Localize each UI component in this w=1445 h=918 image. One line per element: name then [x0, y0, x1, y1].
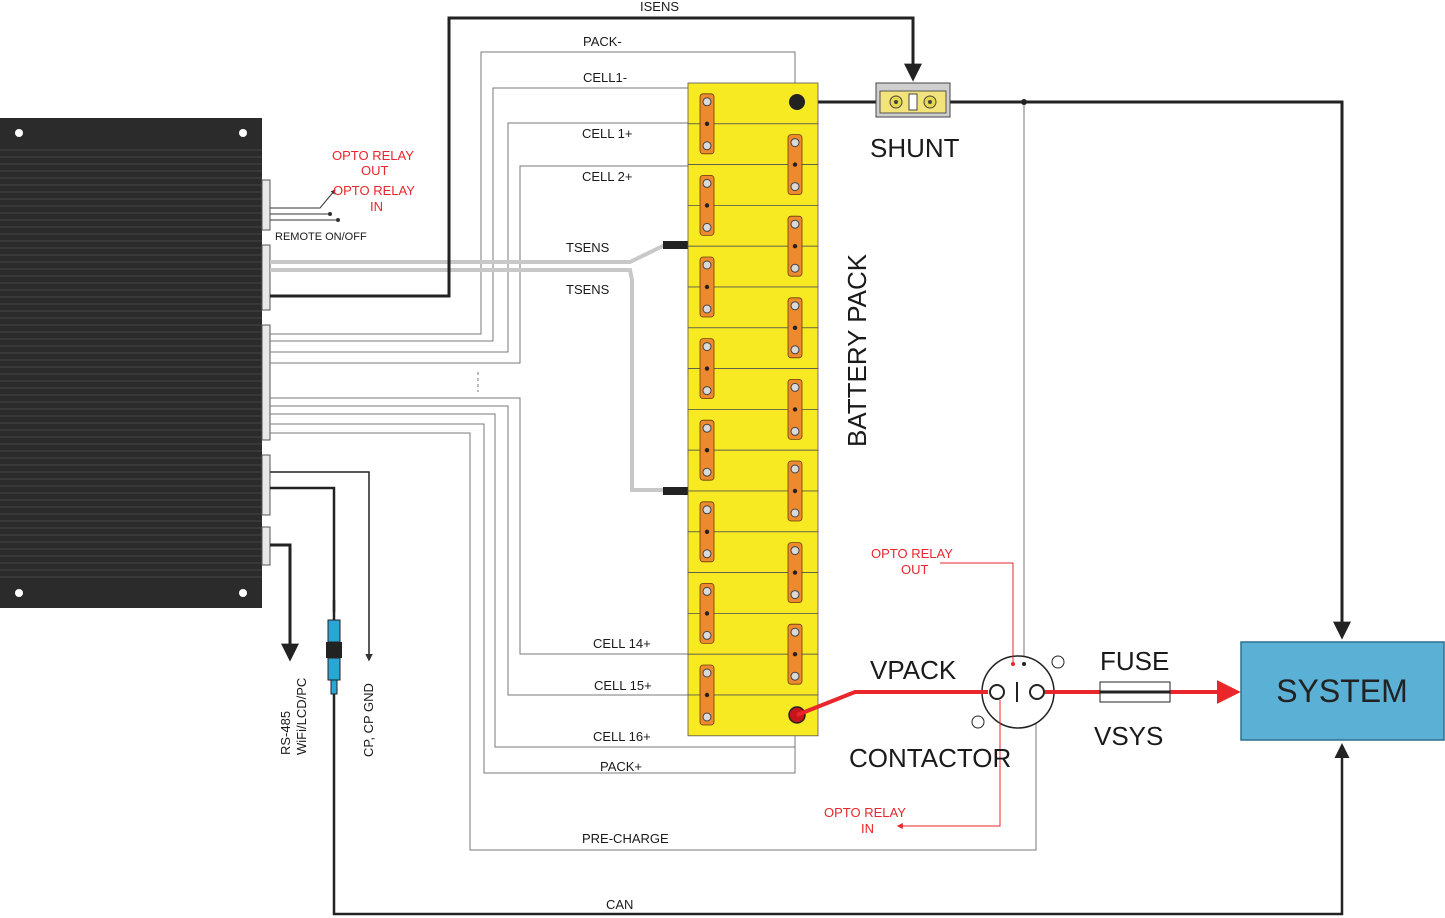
signal-wires [270, 51, 1037, 851]
shunt-icon [875, 82, 951, 118]
cp-gnd-label: CP, CP GND [361, 683, 376, 757]
tsens-label-1: TSENS [566, 240, 610, 255]
terminal-bolt [702, 549, 712, 559]
terminal-bolt [702, 386, 712, 396]
tsens-cables [270, 243, 666, 492]
isens-label: ISENS [640, 0, 679, 14]
cell16-plus-label: CELL 16+ [593, 729, 651, 744]
terminal-bolt [790, 508, 800, 518]
sense-tap [704, 448, 710, 453]
terminal-bolt [702, 467, 712, 477]
cell14-plus-label: CELL 14+ [593, 636, 651, 651]
system-box [1240, 641, 1445, 741]
terminal-bolt [702, 304, 712, 314]
rs485-wire [270, 543, 299, 662]
remote-onoff-label: REMOTE ON/OFF [275, 231, 367, 243]
cell15-plus-label: CELL 15+ [594, 678, 652, 693]
can-connector-icon [326, 619, 342, 695]
terminal-bolt [702, 222, 712, 232]
terminal-bolt [702, 141, 712, 151]
terminal-bolt [790, 219, 800, 229]
terminal-bolt [702, 260, 712, 270]
cell2-plus-label: CELL 2+ [582, 169, 632, 184]
heatsink-fins [0, 149, 262, 578]
sense-tap [792, 652, 798, 657]
shunt-label: SHUNT [870, 133, 960, 163]
terminal-bolt [702, 712, 712, 722]
terminal-bolt [702, 423, 712, 433]
contactor-opto-in-label-1: OPTO RELAY [824, 805, 906, 820]
sense-tap [704, 692, 710, 698]
vsys-label: VSYS [1094, 721, 1163, 751]
sense-tap [792, 570, 798, 575]
battery-pack [687, 82, 819, 737]
vpack-wire [796, 690, 988, 717]
terminal-bolt [790, 182, 800, 192]
contactor-opto-out-label-2: OUT [901, 562, 929, 577]
terminal-bolt [790, 627, 800, 637]
contactor-label: CONTACTOR [849, 743, 1011, 773]
opto-relay-in-label-2: IN [370, 199, 383, 214]
fuse-icon [1099, 681, 1171, 703]
terminal-bolt [790, 382, 800, 392]
terminal-bolt [790, 301, 800, 311]
opto-relay-out-label-2: OUT [361, 163, 389, 178]
sense-tap [704, 529, 710, 534]
sense-tap [704, 121, 710, 127]
terminal-bolt [790, 426, 800, 436]
terminal-bolt [702, 342, 712, 352]
sense-tap [704, 284, 710, 290]
can-bus [332, 600, 1350, 916]
sense-tap [792, 325, 798, 330]
sense-tap [792, 244, 798, 249]
sense-tap [704, 366, 710, 371]
terminal-bolt [702, 668, 712, 678]
contactor-opto-in-label-2: IN [861, 821, 874, 836]
system-label: SYSTEM [1276, 673, 1408, 709]
terminal-bolt [790, 263, 800, 273]
battery-cells [687, 82, 819, 737]
pack-minus-terminal [789, 94, 805, 110]
sense-tap [792, 407, 798, 412]
opto-relay-out-label-1: OPTO RELAY [332, 148, 414, 163]
can-label: CAN [606, 897, 633, 912]
vpack-label: VPACK [870, 655, 957, 685]
terminal-bolt [702, 97, 712, 107]
sense-tap [792, 162, 798, 167]
tsens-probe-2 [663, 487, 693, 495]
pack-minus-label: PACK- [583, 34, 622, 49]
terminal-bolt [790, 464, 800, 474]
cell1-plus-label: CELL 1+ [582, 126, 632, 141]
remote-wires [270, 189, 340, 222]
cell1-minus-label: CELL1- [583, 70, 627, 85]
terminal-bolt [702, 178, 712, 188]
sense-tap [792, 488, 798, 494]
cp-wire [270, 471, 373, 662]
terminal-bolt [702, 630, 712, 640]
bms-controller-icon [0, 118, 271, 608]
tsens-label-2: TSENS [566, 282, 610, 297]
sense-tap [704, 611, 710, 616]
terminal-bolt [790, 138, 800, 148]
pack-plus-label: PACK+ [600, 759, 642, 774]
isens-wire [270, 16, 922, 298]
terminal-bolt [790, 546, 800, 556]
pre-charge-label: PRE-CHARGE [582, 831, 669, 846]
battery-pack-label: BATTERY PACK [842, 253, 872, 447]
terminal-bolt [790, 671, 800, 681]
terminal-bolt [702, 505, 712, 515]
sense-tap [704, 203, 710, 208]
opto-relay-in-label-1: OPTO RELAY [333, 183, 415, 198]
terminal-bolt [790, 590, 800, 600]
contactor-opto-wires [896, 562, 1014, 829]
tsens-probe-1 [663, 241, 693, 249]
contactor-opto-out-label-1: OPTO RELAY [871, 546, 953, 561]
fuse-label: FUSE [1100, 646, 1169, 676]
rs485-label-1: RS-485 [278, 711, 293, 755]
terminal-bolt [790, 345, 800, 355]
rs485-label-2: WiFi/LCD/PC [294, 678, 309, 755]
terminal-bolt [702, 586, 712, 596]
